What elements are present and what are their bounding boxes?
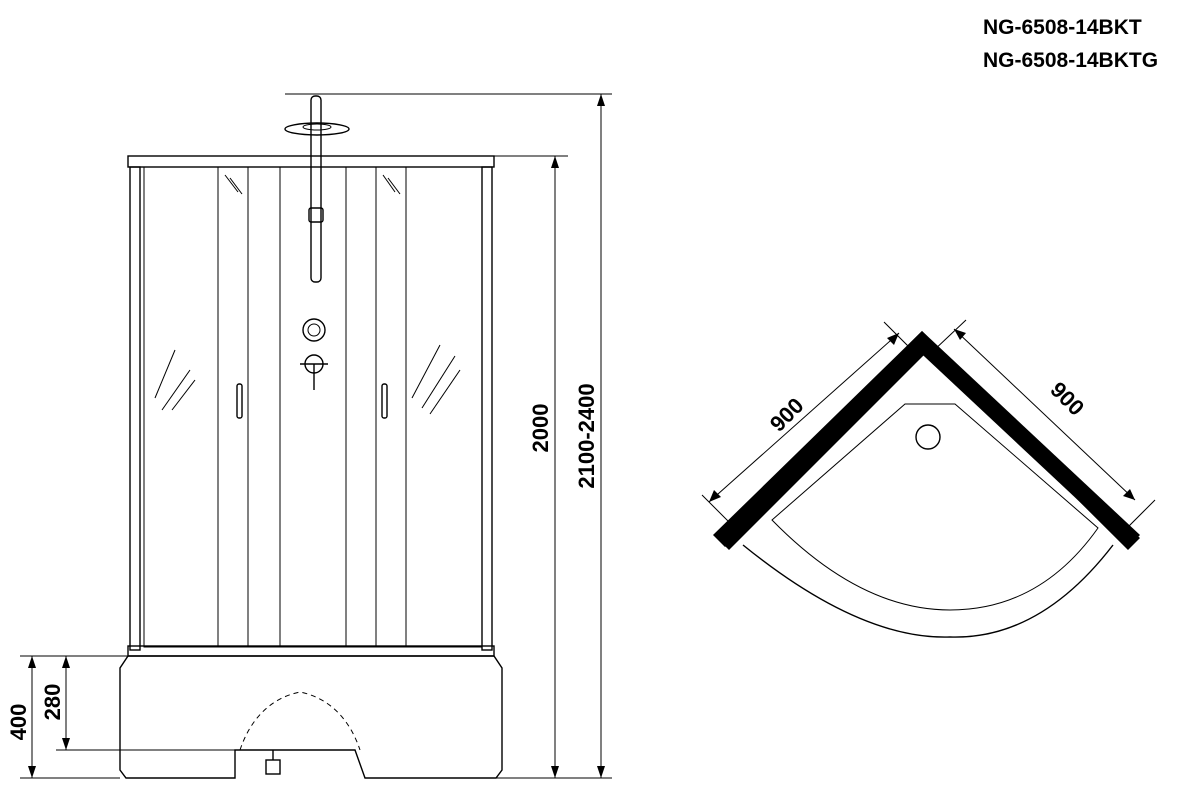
left-post [129, 166, 141, 651]
model-number-1: NG-6508-14BKT [983, 16, 1142, 39]
tray-body [119, 655, 503, 779]
front-view: 2100-2400 2000 400 280 [6, 93, 612, 779]
dimension-tray-height [20, 655, 128, 779]
left-door-glass [217, 166, 249, 648]
dimension-tray-inner-height [56, 656, 235, 751]
top-view: 900 900 [701, 319, 1156, 638]
dim-cabin-height-label: 2000 [528, 404, 553, 453]
right-door-inner [345, 166, 377, 648]
rain-shower-head [284, 122, 350, 136]
dimension-cabin-height [494, 155, 568, 778]
dimension-side-left [701, 321, 920, 534]
left-door-handle [236, 383, 243, 419]
right-post [481, 166, 493, 651]
shower-column [284, 95, 350, 390]
drain-fitting [265, 759, 281, 775]
dimension-total-height [285, 93, 612, 779]
right-wall-outline [910, 331, 1140, 547]
mixer-dial [302, 318, 326, 342]
back-wall-panel [279, 166, 347, 648]
glass-reflection-marks [154, 174, 461, 415]
drain-hole [915, 424, 941, 450]
right-door-handle [381, 383, 388, 419]
left-door-inner [247, 166, 281, 648]
tray-inner-basin [771, 403, 1099, 611]
model-number-2: NG-6508-14BKTG [983, 49, 1158, 72]
left-fixed-glass [143, 166, 219, 648]
dim-tray-inner-height-label: 280 [40, 684, 65, 721]
dimension-side-right [930, 319, 1156, 536]
shower-tray [119, 655, 503, 779]
right-door-glass [375, 166, 407, 648]
right-fixed-glass [405, 166, 483, 648]
dim-tray-height-label: 400 [6, 704, 31, 741]
dim-total-height-label: 2100-2400 [574, 383, 599, 488]
tray-hidden-outline [239, 691, 361, 751]
dim-side-left-label: 900 [765, 393, 809, 437]
dim-side-right-label: 900 [1045, 377, 1089, 421]
tray-arc-outer [742, 544, 1114, 638]
